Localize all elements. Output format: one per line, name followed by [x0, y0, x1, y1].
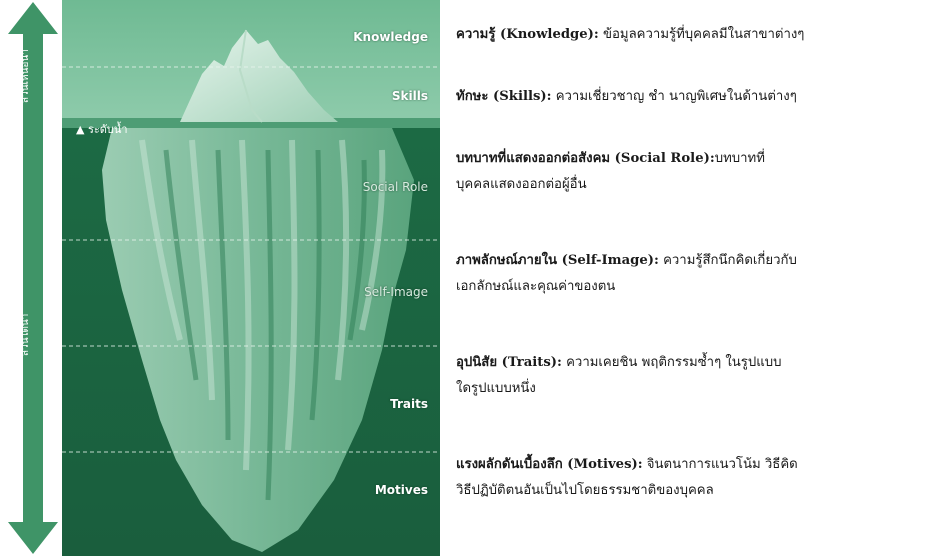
description-text-cont: เอกลักษณ์และคุณค่าของตน [456, 279, 615, 294]
description-text: จินตนาการแนวโน้ม วิธีคิด [643, 457, 798, 472]
description-social-role: บทบาทที่แสดงออกต่อสังคม (Social Role):บท… [456, 146, 932, 198]
above-water-label: ส่วนเหนือน้ำ [18, 36, 38, 116]
description-text: ความเชี่ยวชาญ ชำ นาญพิเศษในด้านต่างๆ [552, 89, 797, 104]
description-text: ความเคยชิน พฤติกรรมซ้ำๆ ในรูปแบบ [562, 355, 782, 370]
iceberg-illustration: ▲ ระดับน้ำ Knowledge Skills Social Role … [62, 0, 440, 556]
iceberg-icon [62, 0, 440, 556]
description-text: ความรู้สึกนึกคิดเกี่ยวกับ [659, 253, 797, 268]
description-term: ความรู้ (Knowledge): [456, 27, 599, 42]
description-term: ทักษะ (Skills): [456, 89, 552, 104]
description-text: บทบาทที่ [715, 151, 765, 166]
layer-label-social-role: Social Role [363, 180, 428, 194]
description-text-cont: วิธีปฏิบัติตนอันเป็นไปโดยธรรมชาติของบุคค… [456, 483, 714, 498]
description-motives: แรงผลักดันเบื้องลึก (Motives): จินตนาการ… [456, 452, 932, 504]
water-level-label: ▲ ระดับน้ำ [76, 120, 128, 138]
description-text-cont: บุคคลแสดงออกต่อผู้อื่น [456, 177, 587, 192]
layer-label-traits: Traits [390, 397, 428, 411]
description-term: อุปนิสัย (Traits): [456, 355, 562, 370]
description-traits: อุปนิสัย (Traits): ความเคยชิน พฤติกรรมซ้… [456, 350, 932, 402]
layer-label-self-image: Self-Image [364, 285, 428, 299]
description-self-image: ภาพลักษณ์ภายใน (Self-Image): ความรู้สึกน… [456, 248, 932, 300]
description-knowledge: ความรู้ (Knowledge): ข้อมูลความรู้ที่บุค… [456, 22, 932, 48]
below-water-label: ส่วนใต้น้ำ [18, 290, 38, 380]
description-term: บทบาทที่แสดงออกต่อสังคม (Social Role): [456, 151, 715, 166]
layer-label-motives: Motives [375, 483, 428, 497]
layer-label-knowledge: Knowledge [353, 30, 428, 44]
layer-label-skills: Skills [392, 89, 428, 103]
description-term: ภาพลักษณ์ภายใน (Self-Image): [456, 253, 659, 268]
description-text: ข้อมูลความรู้ที่บุคคลมีในสาขาต่างๆ [599, 27, 805, 42]
description-text-cont: ใดรูปแบบหนึ่ง [456, 381, 536, 396]
description-term: แรงผลักดันเบื้องลึก (Motives): [456, 457, 643, 472]
description-skills: ทักษะ (Skills): ความเชี่ยวชาญ ชำ นาญพิเศ… [456, 84, 932, 110]
